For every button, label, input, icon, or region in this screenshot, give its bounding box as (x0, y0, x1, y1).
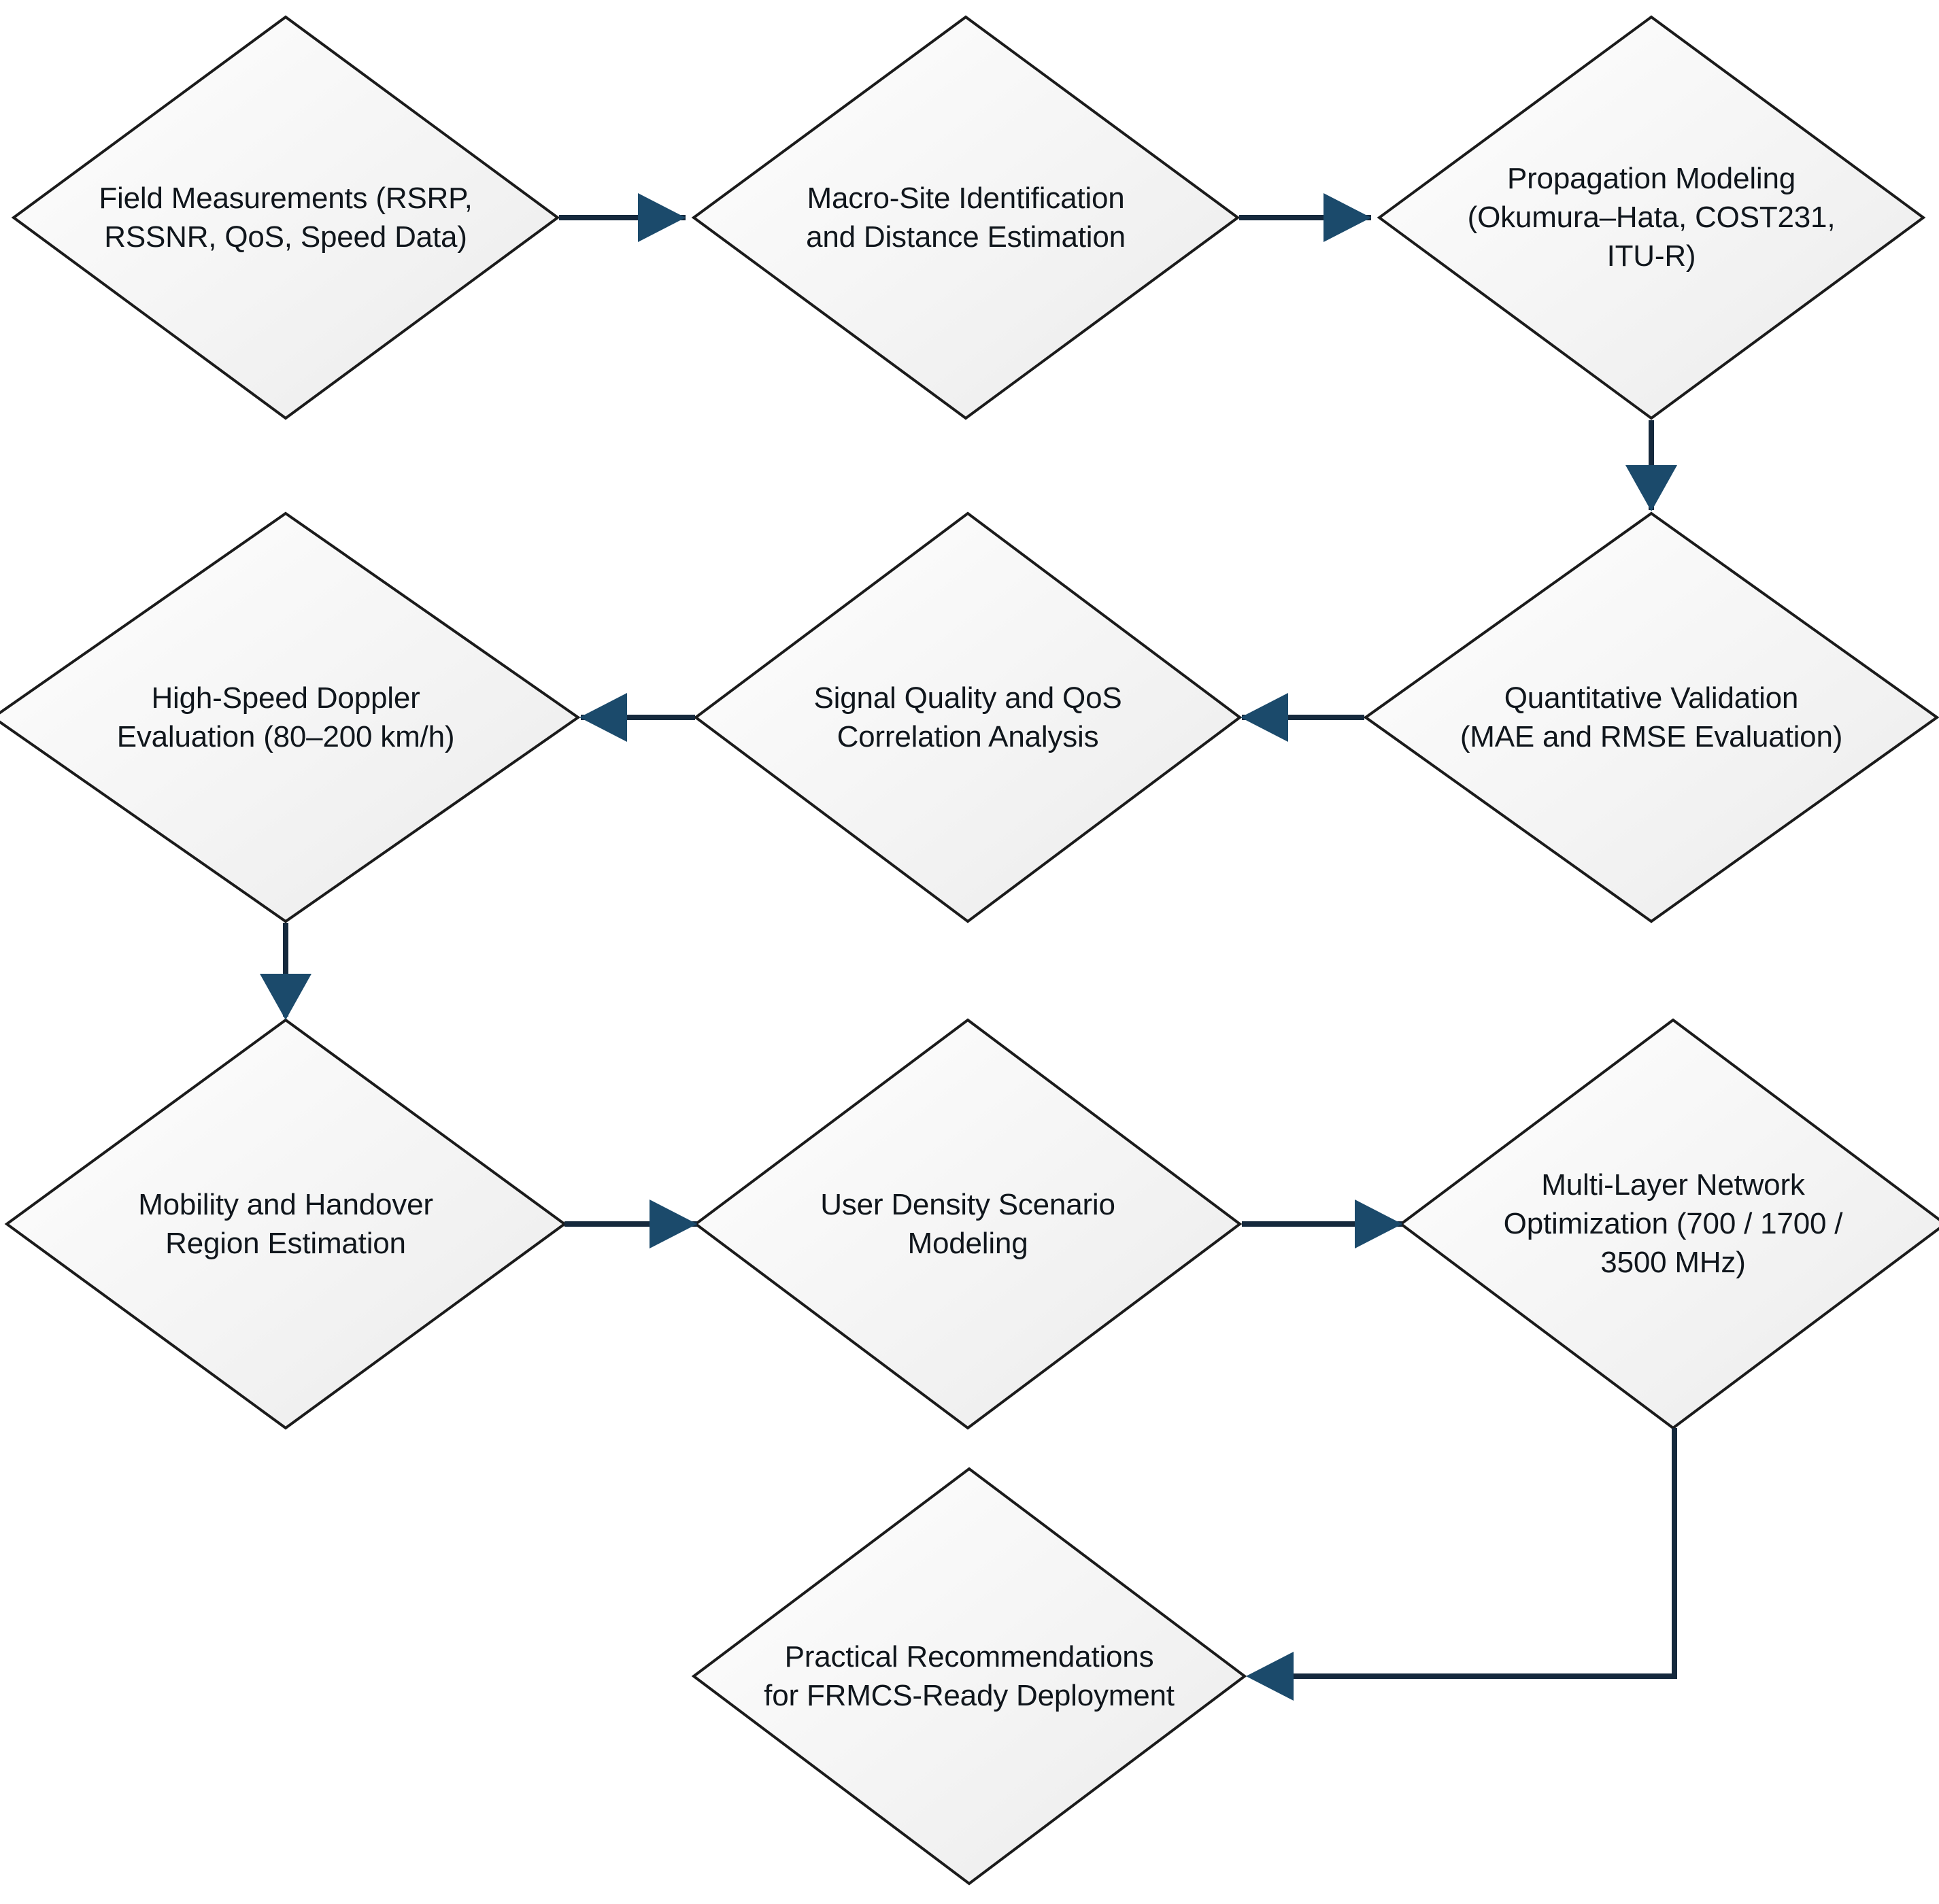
edge-user-density-modeling-to-multi-layer-optimization (1242, 1200, 1402, 1248)
edge-line-e9 (1294, 1428, 1677, 1679)
edges-layer (260, 193, 1677, 1701)
arrowhead-e6 (260, 974, 311, 1020)
node-quantitative-validation[interactable] (1363, 511, 1939, 923)
edge-field-measurements-to-macro-site-identification (559, 193, 686, 242)
edge-multi-layer-optimization-to-practical-recommendations (1246, 1428, 1677, 1701)
node-shapes-layer (0, 15, 1939, 1886)
arrowhead-e1 (638, 193, 686, 242)
node-field-measurements[interactable] (11, 15, 560, 420)
node-signal-quality-correlation[interactable] (693, 511, 1243, 923)
arrowhead-e5 (579, 693, 627, 742)
arrowhead-e9 (1246, 1652, 1294, 1701)
node-propagation-modeling[interactable] (1377, 15, 1926, 420)
edge-propagation-modeling-to-quantitative-validation (1625, 420, 1677, 511)
edge-high-speed-doppler-to-mobility-handover (260, 923, 311, 1020)
node-multi-layer-optimization[interactable] (1398, 1018, 1939, 1430)
arrowhead-e4 (1241, 693, 1288, 742)
node-high-speed-doppler[interactable] (0, 511, 581, 923)
arrowhead-e2 (1323, 193, 1371, 242)
arrowhead-e3 (1625, 465, 1677, 511)
node-macro-site-identification[interactable] (691, 15, 1241, 420)
node-user-density-modeling[interactable] (693, 1018, 1243, 1430)
edge-macro-site-identification-to-propagation-modeling (1239, 193, 1371, 242)
arrowhead-e7 (650, 1200, 697, 1248)
edge-signal-quality-correlation-to-high-speed-doppler (579, 693, 695, 742)
node-mobility-handover[interactable] (4, 1018, 567, 1430)
node-practical-recommendations[interactable] (691, 1467, 1247, 1886)
edge-mobility-handover-to-user-density-modeling (564, 1200, 697, 1248)
edge-quantitative-validation-to-signal-quality-correlation (1241, 693, 1364, 742)
arrowhead-e8 (1355, 1200, 1402, 1248)
